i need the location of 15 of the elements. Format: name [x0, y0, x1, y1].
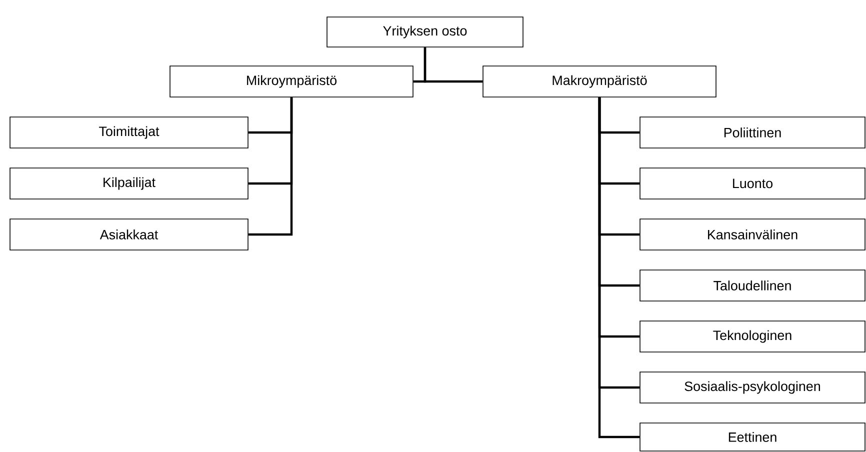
label-box: Poliittinen [640, 116, 866, 148]
connector-line [248, 97, 293, 236]
label-box: Asiakkaat [10, 218, 248, 250]
label-box: Sosiaalis-psykologinen [640, 372, 866, 404]
connector-line [424, 47, 483, 83]
label-box: Kilpailijat [10, 168, 248, 200]
label-box: Teknologinen [640, 320, 866, 352]
label-box: Makroympäristö [482, 66, 716, 98]
label-box: Taloudellinen [640, 270, 866, 302]
label-box: Eettinen [640, 422, 866, 452]
label-box: Luonto [640, 168, 866, 200]
label-box: Yrityksen osto [326, 16, 524, 48]
label-box: Kansainvälinen [640, 218, 866, 250]
label-box: Toimittajat [10, 116, 248, 148]
label-box: Mikroympäristö [170, 66, 414, 98]
